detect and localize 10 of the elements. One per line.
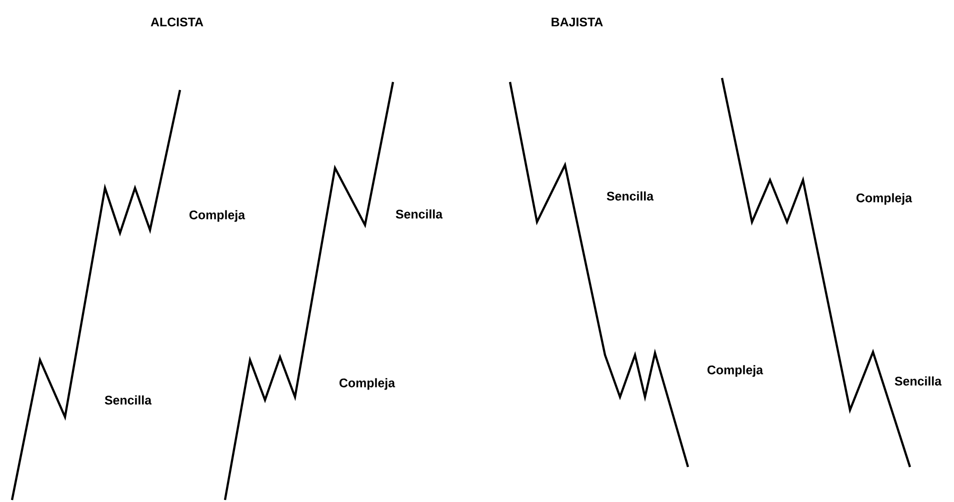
pattern-label: Compleja xyxy=(340,378,396,390)
pattern-label: Sencilla xyxy=(104,395,152,405)
pattern-label: Compleja xyxy=(190,210,246,222)
heading: BAJISTA xyxy=(552,18,603,26)
pattern-label: Sencilla xyxy=(396,209,443,219)
pattern-label: Compleja xyxy=(708,365,764,377)
pattern-label: Compleja xyxy=(856,193,912,205)
heading: ALCISTA xyxy=(150,18,204,26)
pattern-label: Sencilla xyxy=(894,376,942,386)
pattern-label: Sencilla xyxy=(606,191,654,201)
